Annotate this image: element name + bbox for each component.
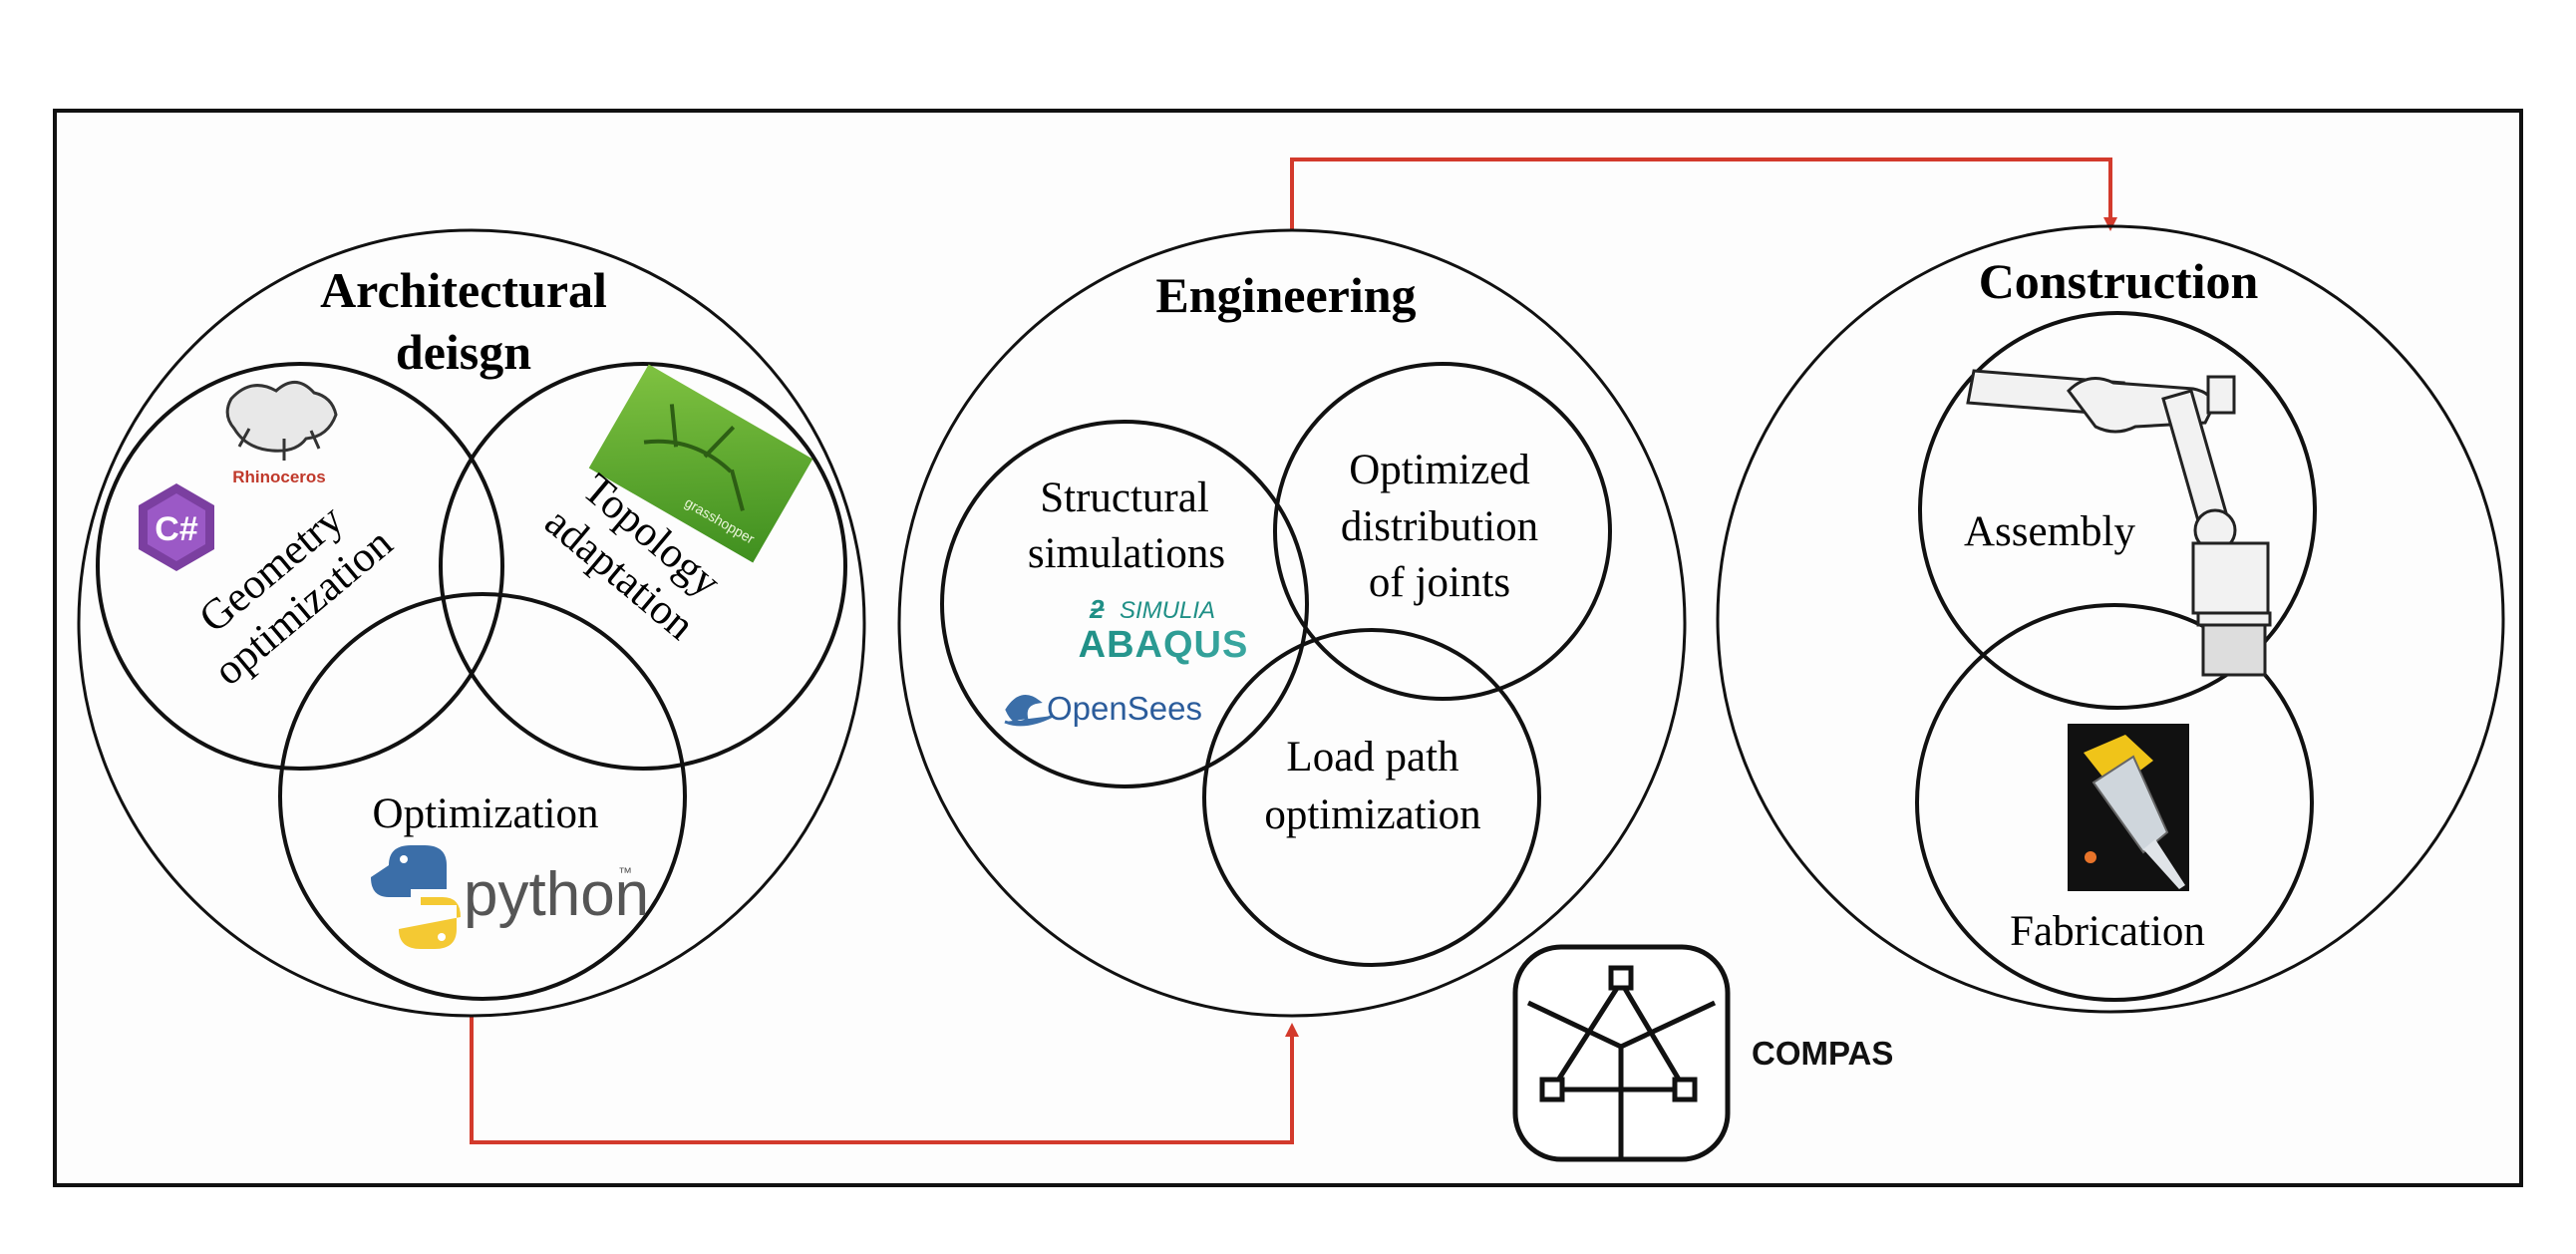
opensees-logo-text: OpenSees [1047,690,1202,727]
rhinoceros-logo: Rhinoceros [225,381,338,486]
compas-label: COMPAS [1752,1035,1893,1072]
compas-network-icon [1526,965,1717,1158]
architectural-title-line1: Architectural [320,262,607,318]
simulia-logo-text: SIMULIA [1120,597,1215,624]
csharp-logo: C# [139,483,214,571]
structural-label-line2: simulations [1028,530,1225,577]
cnc-spindle-icon [2068,724,2189,891]
robot-arm-icon [1966,369,2272,677]
fabrication-label: Fabrication [2010,908,2205,955]
geometry-optimization-circle [96,362,504,771]
optimization-circle [278,592,687,1001]
topology-adaptation-circle [439,362,847,771]
simulia-ds-icon: ƻ [1089,594,1105,624]
engineering-group: Engineering Structural simulations ƻ SIM… [897,228,1687,1018]
opensees-logo: OpenSees [1004,690,1202,727]
joints-label-line1: Optimized [1349,447,1530,493]
loadpath-label-line1: Load path [1286,734,1458,781]
python-snake-icon [371,845,461,949]
structural-label-line1: Structural [1040,474,1209,521]
joints-label-line3: of joints [1369,559,1510,606]
structural-simulations-circle [940,420,1309,788]
engineering-circle [897,228,1687,1018]
architectural-title-line2: deisgn [396,324,531,380]
python-logo-text: python [464,860,649,929]
grasshopper-icon [643,404,745,511]
construction-circle [1716,224,2505,1014]
compas-logo: COMPAS [1512,944,1893,1162]
arrow-architecture-to-engineering [470,1017,1299,1144]
architectural-design-circle [77,228,866,1018]
rhino-icon [225,381,338,453]
python-logo: python ™ [371,845,649,949]
rhino-logo-text: Rhinoceros [232,468,326,486]
architectural-design-group: Architectural deisgn Rhinoceros C# Geome… [77,228,866,1018]
outer-frame [53,109,2523,1187]
loadpath-label-line2: optimization [1264,791,1480,838]
arrow-engineering-to-construction [1290,157,2117,231]
joints-label-line2: distribution [1341,503,1538,550]
opensees-wave-icon [1004,695,1054,727]
abaqus-logo-text: ABAQUS [1079,624,1249,666]
assembly-label: Assembly [1964,508,2136,555]
assembly-circle [1918,311,2317,710]
load-path-circle [1202,628,1541,967]
csharp-logo-text: C# [155,510,198,548]
python-tm: ™ [618,864,632,880]
fabrication-circle [1915,603,2314,1002]
construction-title: Construction [1979,253,2259,309]
simulia-abaqus-logo: ƻ SIMULIA ABAQUS [1079,594,1249,666]
construction-group: Construction Assembly Fabrication [1716,224,2505,1014]
grasshopper-logo: grasshopper [588,364,813,563]
joints-circle [1273,362,1612,701]
engineering-title: Engineering [1155,267,1416,323]
optimization-label: Optimization [373,790,599,837]
